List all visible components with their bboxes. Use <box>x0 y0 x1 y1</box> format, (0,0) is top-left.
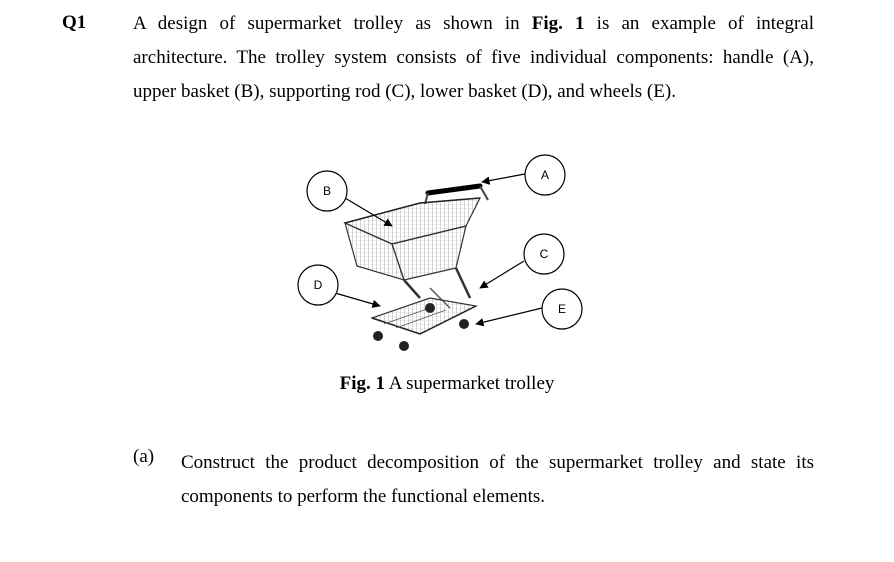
callout-b: B <box>306 170 348 212</box>
caption-label: Fig. 1 <box>339 373 385 394</box>
intro-line-1: A design of supermarket trolley as shown… <box>133 7 814 41</box>
callout-e: E <box>541 288 583 330</box>
figure-caption: Fig. 1 A supermarket trolley <box>0 373 894 395</box>
trolley-wheels <box>373 303 469 351</box>
intro-line-2: architecture. The trolley system consist… <box>133 47 814 68</box>
callout-c: C <box>523 233 565 275</box>
callout-label-e: E <box>558 302 566 316</box>
question-intro: A design of supermarket trolley as shown… <box>133 7 814 109</box>
trolley-upper-basket <box>343 197 482 281</box>
figure-reference: Fig. 1 <box>531 13 585 34</box>
callout-arrow-e <box>475 307 543 327</box>
trolley-lower-basket <box>370 297 478 335</box>
part-a-line-1: Construct the product decomposition of t… <box>181 452 814 473</box>
caption-text: A supermarket trolley <box>385 373 555 394</box>
callout-label-b: B <box>323 184 331 198</box>
intro-text: A design of supermarket trolley as shown… <box>133 13 532 34</box>
callout-label-c: C <box>540 247 549 261</box>
callout-d: D <box>297 264 339 306</box>
callout-label-a: A <box>541 168 549 182</box>
question-number: Q1 <box>62 12 87 33</box>
intro-text: is an example of integral <box>584 13 814 34</box>
part-a-text: Construct the product decomposition of t… <box>181 446 814 514</box>
intro-line-3: upper basket (B), supporting rod (C), lo… <box>133 81 676 102</box>
trolley-figure: A B C D E <box>297 154 583 351</box>
callout-arrow-d <box>334 292 381 308</box>
part-a-line-2: components to perform the functional ele… <box>181 486 546 507</box>
callout-label-d: D <box>314 278 323 292</box>
callout-a: A <box>524 154 566 196</box>
callout-arrow-c <box>479 260 525 289</box>
part-a-label: (a) <box>133 446 155 467</box>
callout-arrow-a <box>481 173 526 185</box>
